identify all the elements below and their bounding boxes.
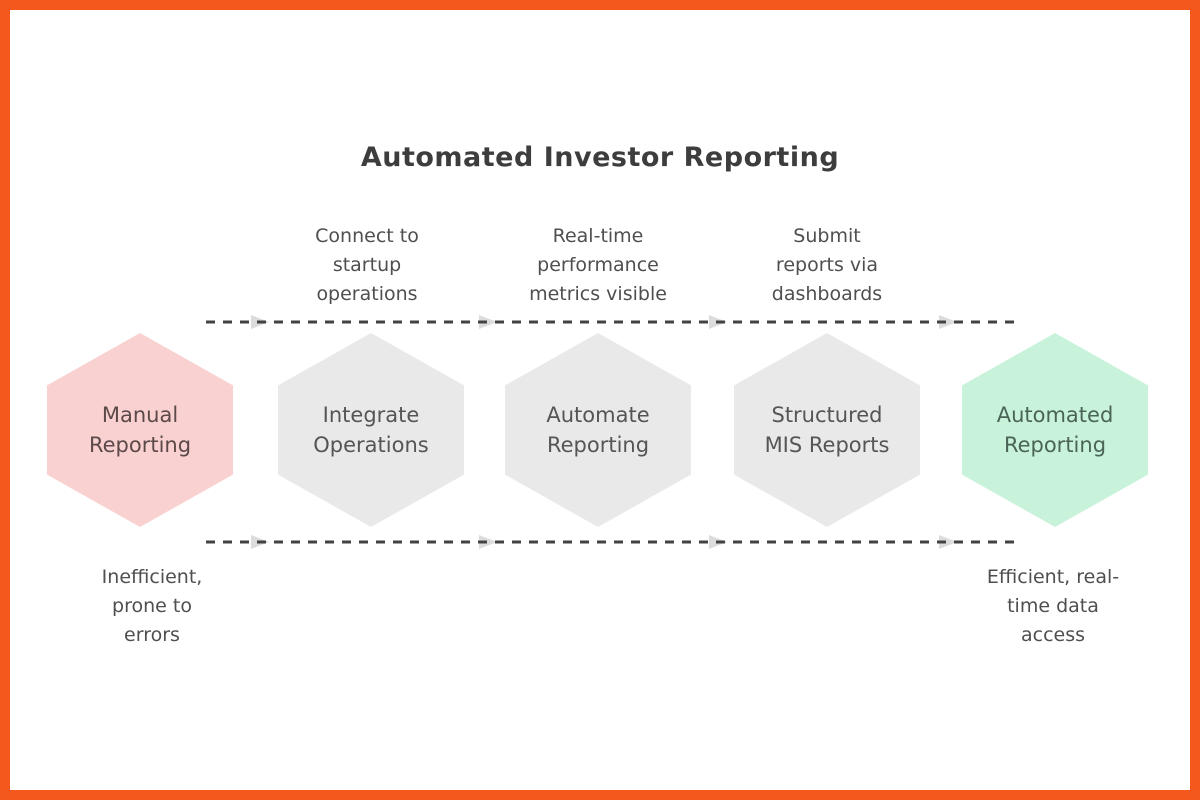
arrowhead-icon (479, 315, 497, 329)
hexagon-automate-reporting: Automate Reporting (505, 333, 691, 527)
hexagon-manual-reporting: Manual Reporting (47, 333, 233, 527)
hexagon-automated-reporting: Automated Reporting (962, 333, 1148, 527)
hexagon-label: Integrate Operations (313, 403, 429, 457)
flow-arrow-top (206, 315, 1016, 329)
outcome-caption-efficient: Efficient, real- time data access (986, 566, 1120, 646)
step-caption-realtime-metrics: Real-time performance metrics visible (529, 225, 667, 305)
hexagon-label: Manual Reporting (88, 403, 192, 457)
diagram-title: Automated Investor Reporting (360, 142, 840, 173)
arrowhead-icon (479, 535, 497, 549)
arrowhead-icon (939, 315, 957, 329)
outcome-caption-inefficient: Inefficient, prone to errors (101, 566, 203, 646)
arrowhead-icon (939, 535, 957, 549)
hexagon-structured-mis-reports: Structured MIS Reports (734, 333, 920, 527)
hexagon-label: Automate Reporting (546, 403, 650, 457)
flow-arrow-bottom (206, 535, 1016, 549)
hexagon-label: Structured MIS Reports (764, 403, 890, 457)
step-caption-connect-operations: Connect to startup operations (315, 225, 419, 305)
step-caption-submit-dashboards: Submit reports via dashboards (771, 225, 883, 305)
hexagon-label: Automated Reporting (996, 403, 1114, 457)
hexagon-integrate-operations: Integrate Operations (278, 333, 464, 527)
